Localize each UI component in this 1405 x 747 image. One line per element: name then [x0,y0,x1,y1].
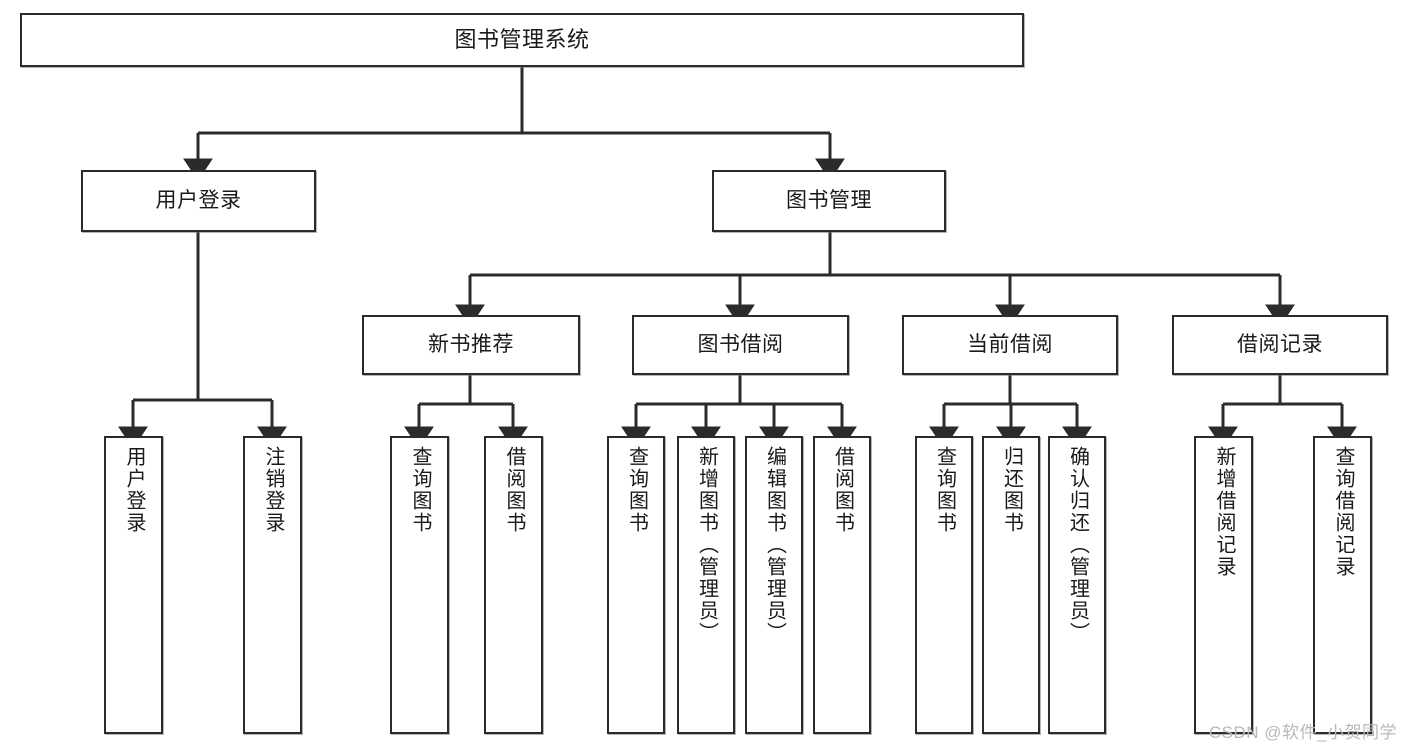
node-label: 借阅记录 [1237,333,1323,357]
node-label: 用户登录 [123,446,145,534]
node-label: 查询图书 [933,446,956,534]
watermark-text: CSDN @软件_小贺同学 [1208,723,1397,742]
node-label: 编辑图书（管理员） [763,446,786,644]
node-label: 新增图书（管理员） [695,446,718,644]
node-label: 图书管理 [786,189,872,213]
node-label: 查询借阅记录 [1332,446,1354,578]
node-label: 图书借阅 [697,333,784,357]
node-label: 确认归还（管理员） [1066,446,1089,644]
leaf-query-book-recommend[interactable]: 查询图书 [390,436,449,734]
node-label: 归还图书 [1000,446,1023,534]
leaf-user-logout[interactable]: 注销登录 [243,436,302,734]
node-label: 新书推荐 [428,333,514,357]
leaf-query-borrow-record[interactable]: 查询借阅记录 [1313,436,1372,734]
node-label: 查询图书 [409,446,431,534]
leaf-query-book-borrow[interactable]: 查询图书 [607,436,665,734]
node-borrow-record[interactable]: 借阅记录 [1172,315,1388,375]
node-current-borrow[interactable]: 当前借阅 [902,315,1118,375]
node-label: 查询图书 [625,446,648,534]
node-book-borrow[interactable]: 图书借阅 [632,315,849,375]
node-label: 注销登录 [262,446,284,534]
node-label: 借阅图书 [831,446,854,534]
node-label: 图书管理系统 [454,26,590,52]
leaf-add-book-admin[interactable]: 新增图书（管理员） [677,436,735,734]
leaf-return-book[interactable]: 归还图书 [982,436,1040,734]
leaf-edit-book-admin[interactable]: 编辑图书（管理员） [745,436,803,734]
node-user-login[interactable]: 用户登录 [81,170,316,232]
leaf-add-borrow-record[interactable]: 新增借阅记录 [1194,436,1253,734]
leaf-query-book-current[interactable]: 查询图书 [915,436,973,734]
node-label: 当前借阅 [967,333,1053,357]
node-book-management[interactable]: 图书管理 [712,170,946,232]
node-label: 借阅图书 [503,446,525,534]
node-label: 用户登录 [155,189,242,213]
leaf-confirm-return-admin[interactable]: 确认归还（管理员） [1048,436,1106,734]
leaf-user-login[interactable]: 用户登录 [104,436,163,734]
node-root-system[interactable]: 图书管理系统 [20,13,1024,67]
node-new-book-recommend[interactable]: 新书推荐 [362,315,580,375]
leaf-borrow-book[interactable]: 借阅图书 [813,436,871,734]
node-label: 新增借阅记录 [1213,446,1235,578]
leaf-borrow-book-recommend[interactable]: 借阅图书 [484,436,543,734]
